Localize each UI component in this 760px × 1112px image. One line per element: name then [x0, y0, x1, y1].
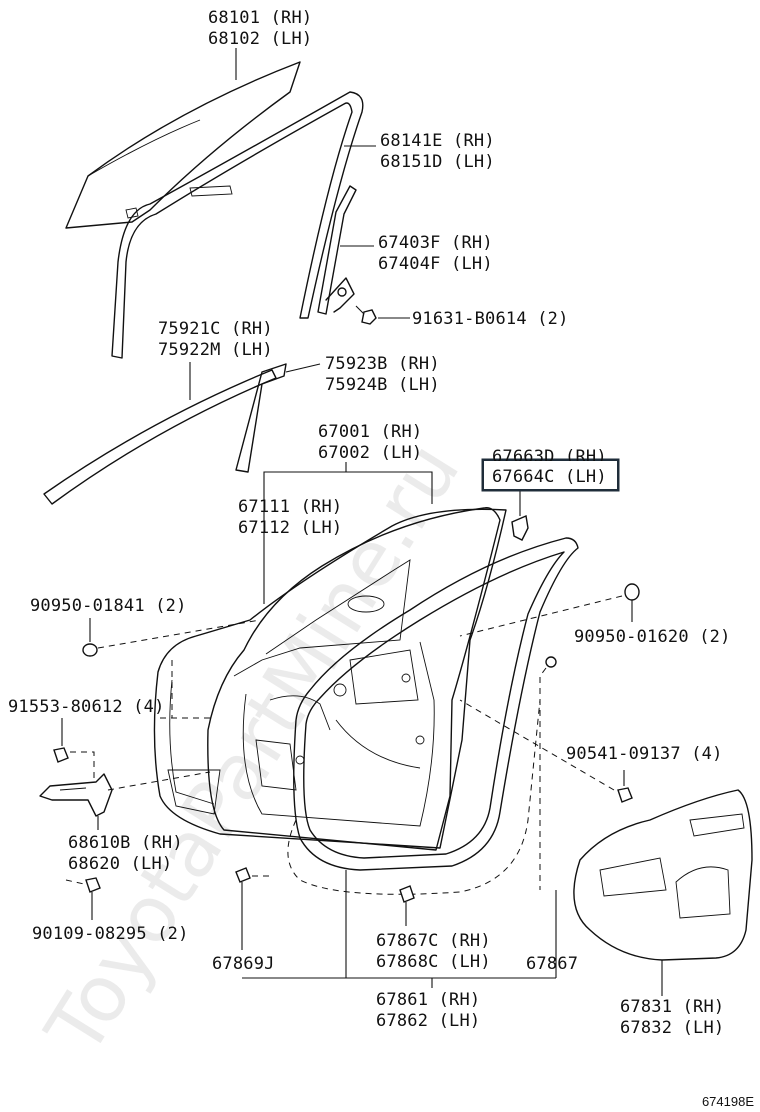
bolt-icon [85, 877, 101, 920]
label-wst-rh: 67861 (RH) [376, 990, 480, 1010]
plug-icon [624, 583, 640, 622]
label-strip-rh: 67111 (RH) [238, 497, 342, 517]
clip-icon [235, 867, 251, 950]
belt-moulding [43, 369, 277, 505]
door-check [39, 773, 113, 830]
label-strip-lh: 67112 (LH) [238, 518, 342, 538]
label-check-rh: 68610B (RH) [68, 833, 183, 853]
label-sash-lh: 67404F (LH) [378, 254, 493, 274]
label-film-rh: 67831 (RH) [620, 997, 724, 1017]
pillar-tape [235, 363, 287, 473]
highlight-box [481, 458, 620, 492]
door-cover-clip [511, 515, 529, 541]
label-tape-lh: 75924B (LH) [325, 375, 440, 395]
hinge-bolt-icon [53, 718, 69, 763]
label-wst-lh: 67862 (LH) [376, 1011, 480, 1031]
label-mould-lh: 75922M (LH) [158, 340, 273, 360]
door-sash [317, 185, 357, 315]
label-bolt-08295: 90109-08295 (2) [32, 924, 189, 944]
label-run-lh: 68151D (LH) [380, 152, 495, 172]
clip-icon [399, 885, 415, 926]
label-bolt-b0614: 91631-B0614 (2) [412, 309, 569, 329]
label-clip-09137: 90541-09137 (4) [566, 744, 723, 764]
service-hole-cover [573, 789, 753, 996]
label-glass-rh: 68101 (RH) [208, 8, 312, 28]
glass-run [111, 91, 364, 359]
door-outer-panel [153, 508, 507, 849]
bolt-icon [355, 305, 377, 325]
reference-code: 674198E [702, 1094, 754, 1109]
plug-icon [82, 618, 98, 657]
label-panel-lh: 67002 (LH) [318, 443, 422, 463]
label-film-lh: 67832 (LH) [620, 1018, 724, 1038]
door-inner-frame [207, 507, 501, 851]
door-glass [65, 61, 301, 229]
label-bolt-80612: 91553-80612 (4) [8, 697, 165, 717]
label-check-lh: 68620 (LH) [68, 854, 172, 874]
label-wst-869: 67869J [212, 954, 275, 974]
label-panel-rh: 67001 (RH) [318, 422, 422, 442]
label-clip-c-rh: 67867C (RH) [376, 931, 491, 951]
clip-icon [545, 656, 633, 803]
label-sash-rh: 67403F (RH) [378, 233, 493, 253]
label-plug-01620: 90950-01620 (2) [574, 627, 731, 647]
label-cover-lh: 67664C (LH) [492, 467, 607, 487]
door-weatherstrip [287, 537, 579, 895]
label-mould-rh: 75921C (RH) [158, 319, 273, 339]
label-tape-rh: 75923B (RH) [325, 354, 440, 374]
label-wst-867: 67867 [526, 954, 578, 974]
label-glass-lh: 68102 (LH) [208, 29, 312, 49]
label-run-rh: 68141E (RH) [380, 131, 495, 151]
label-clip-c-lh: 67868C (LH) [376, 952, 491, 972]
label-plug-01841: 90950-01841 (2) [30, 596, 187, 616]
